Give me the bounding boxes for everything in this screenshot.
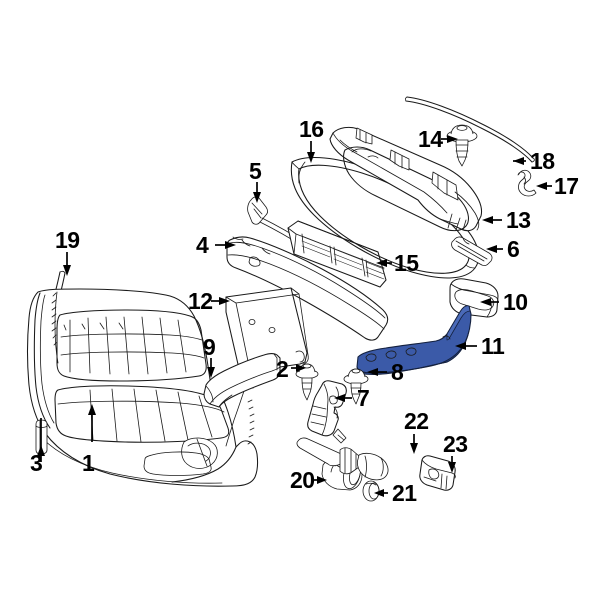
callout-label-13: 13 [506, 207, 531, 233]
callout-label-20: 20 [290, 467, 315, 493]
callout-label-2: 2 [276, 356, 289, 382]
callout-label-7: 7 [357, 385, 370, 411]
part-4-lower-valance [226, 236, 389, 341]
callout-label-22: 22 [404, 408, 429, 434]
callout-label-10: 10 [503, 289, 528, 315]
callout-label-1: 1 [82, 450, 95, 476]
leader-arrows [37, 135, 552, 497]
callout-label-11: 11 [481, 333, 505, 359]
callout-label-5: 5 [249, 158, 262, 184]
part-9-air-duct [203, 352, 281, 408]
part-14-retainer-screw [446, 124, 478, 167]
part-6-trim-strip [451, 236, 493, 266]
part-10-tow-hook-cover [449, 278, 499, 318]
callout-label-16: 16 [299, 116, 324, 142]
callout-label-8: 8 [391, 359, 404, 385]
callout-label-12: 12 [188, 288, 213, 314]
part-23-sensor-retainer [419, 455, 456, 491]
part-17-spring-clip [517, 169, 537, 197]
callout-label-14: 14 [418, 126, 443, 152]
callout-label-21: 21 [392, 480, 417, 506]
part-7-mounting-bracket [307, 380, 347, 437]
callout-label-19: 19 [55, 227, 80, 253]
part-13-fog-lamp-housing [329, 126, 482, 232]
part-12-license-plate-bracket [225, 287, 309, 374]
callout-label-15: 15 [394, 250, 419, 276]
part-8-push-rivet [343, 368, 369, 405]
callout-label-6: 6 [507, 236, 520, 262]
callout-label-3: 3 [30, 450, 43, 476]
callout-label-4: 4 [196, 232, 209, 258]
part-15-center-grille [287, 220, 387, 288]
callout-label-18: 18 [530, 148, 555, 174]
part-21-sensor-ring [362, 480, 380, 502]
part-1-bumper-cover [26, 288, 259, 487]
part-22-temperature-sensor [296, 428, 389, 481]
callout-label-17: 17 [554, 173, 579, 199]
callout-label-23: 23 [443, 431, 468, 457]
callout-label-9: 9 [203, 334, 216, 360]
part-18-molding-strip [404, 96, 535, 163]
